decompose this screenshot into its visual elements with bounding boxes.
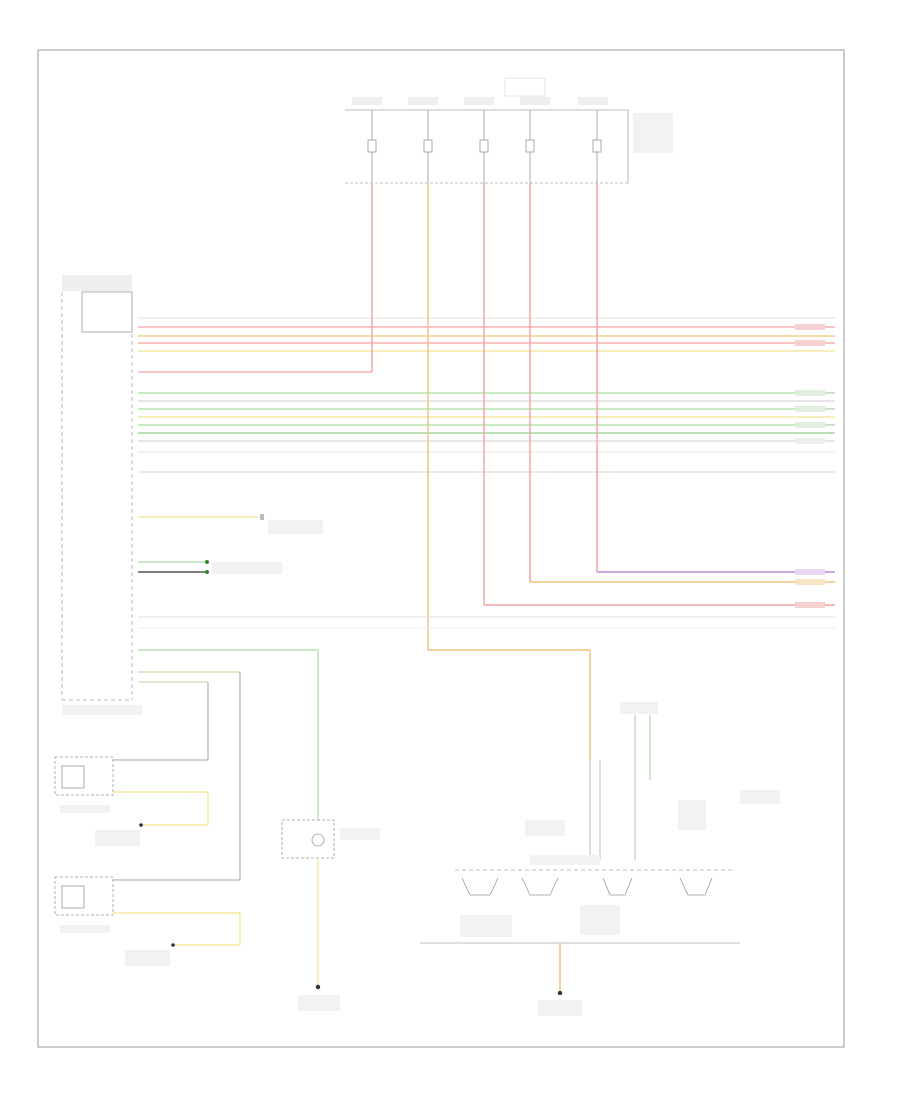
right-headlamp-relay bbox=[54, 876, 241, 966]
fuse-5 bbox=[592, 110, 602, 183]
fuse-feeds bbox=[371, 183, 835, 760]
right-wire-ends bbox=[795, 324, 825, 608]
fuse-3 bbox=[479, 110, 489, 183]
left-low-beam-lamp bbox=[281, 819, 380, 1011]
fuse-block bbox=[345, 77, 673, 184]
fuse-2 bbox=[423, 110, 433, 183]
diagram-border bbox=[37, 49, 845, 1048]
fuse-4 bbox=[525, 110, 535, 183]
left-control-module bbox=[61, 275, 142, 715]
left-headlamp-relay bbox=[54, 756, 209, 846]
fuse-1 bbox=[367, 110, 377, 183]
wire-bus bbox=[138, 317, 835, 473]
mid-left-wires bbox=[138, 514, 835, 880]
left-front-combination-lamp bbox=[420, 702, 780, 1016]
